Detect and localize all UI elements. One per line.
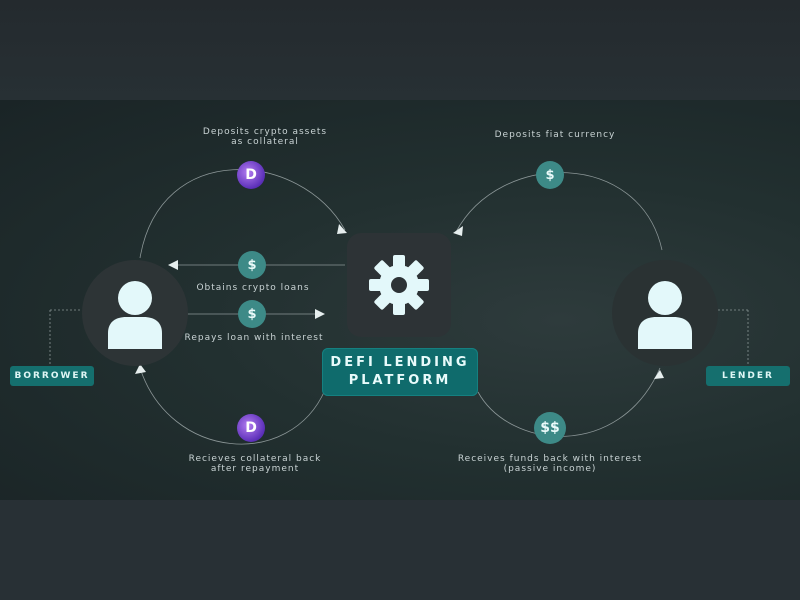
arrow-icon bbox=[337, 224, 347, 234]
lender-avatar bbox=[612, 260, 718, 366]
arrow-icon bbox=[135, 364, 146, 374]
diagram-panel: Deposits crypto assets as collateral Dep… bbox=[0, 100, 800, 500]
arc-lender-top bbox=[455, 172, 663, 251]
arrow-icon bbox=[168, 260, 178, 270]
borrower-tag: BORROWER bbox=[10, 366, 94, 386]
platform-gear-box bbox=[347, 233, 451, 337]
label-repays-loan: Repays loan with interest bbox=[184, 333, 324, 343]
dollar-icon: $$ bbox=[534, 412, 566, 444]
label-deposits-fiat: Deposits fiat currency bbox=[494, 130, 616, 140]
arc-lender-bottom bbox=[477, 367, 661, 437]
label-deposits-crypto: Deposits crypto assets as collateral bbox=[202, 127, 328, 147]
dollar-icon: $ bbox=[536, 161, 564, 189]
arrow-icon bbox=[654, 370, 664, 379]
label-obtains-loans: Obtains crypto loans bbox=[196, 283, 310, 293]
dollar-icon: $ bbox=[238, 300, 266, 328]
dollar-icon: $ bbox=[238, 251, 266, 279]
arc-borrower-bottom bbox=[139, 367, 326, 445]
platform-line-2: PLATFORM bbox=[348, 373, 452, 388]
lender-tag: LENDER bbox=[706, 366, 790, 386]
person-icon bbox=[108, 281, 162, 349]
crypto-coin-icon: D bbox=[237, 414, 265, 442]
top-band bbox=[0, 0, 800, 100]
label-receives-funds: Receives funds back with interest (passi… bbox=[457, 454, 643, 474]
gear-icon bbox=[369, 255, 429, 315]
borrower-avatar bbox=[82, 260, 188, 366]
arrow-icon bbox=[453, 226, 463, 236]
person-icon bbox=[638, 281, 692, 349]
crypto-coin-icon: D bbox=[237, 161, 265, 189]
label-receives-collateral: Recieves collateral back after repayment bbox=[188, 454, 322, 474]
platform-label: DEFI LENDING PLATFORM bbox=[322, 348, 478, 396]
platform-line-1: DEFI LENDING bbox=[330, 355, 470, 370]
arrow-icon bbox=[315, 309, 325, 319]
bottom-band bbox=[0, 500, 800, 600]
arc-borrower-top bbox=[139, 169, 346, 259]
